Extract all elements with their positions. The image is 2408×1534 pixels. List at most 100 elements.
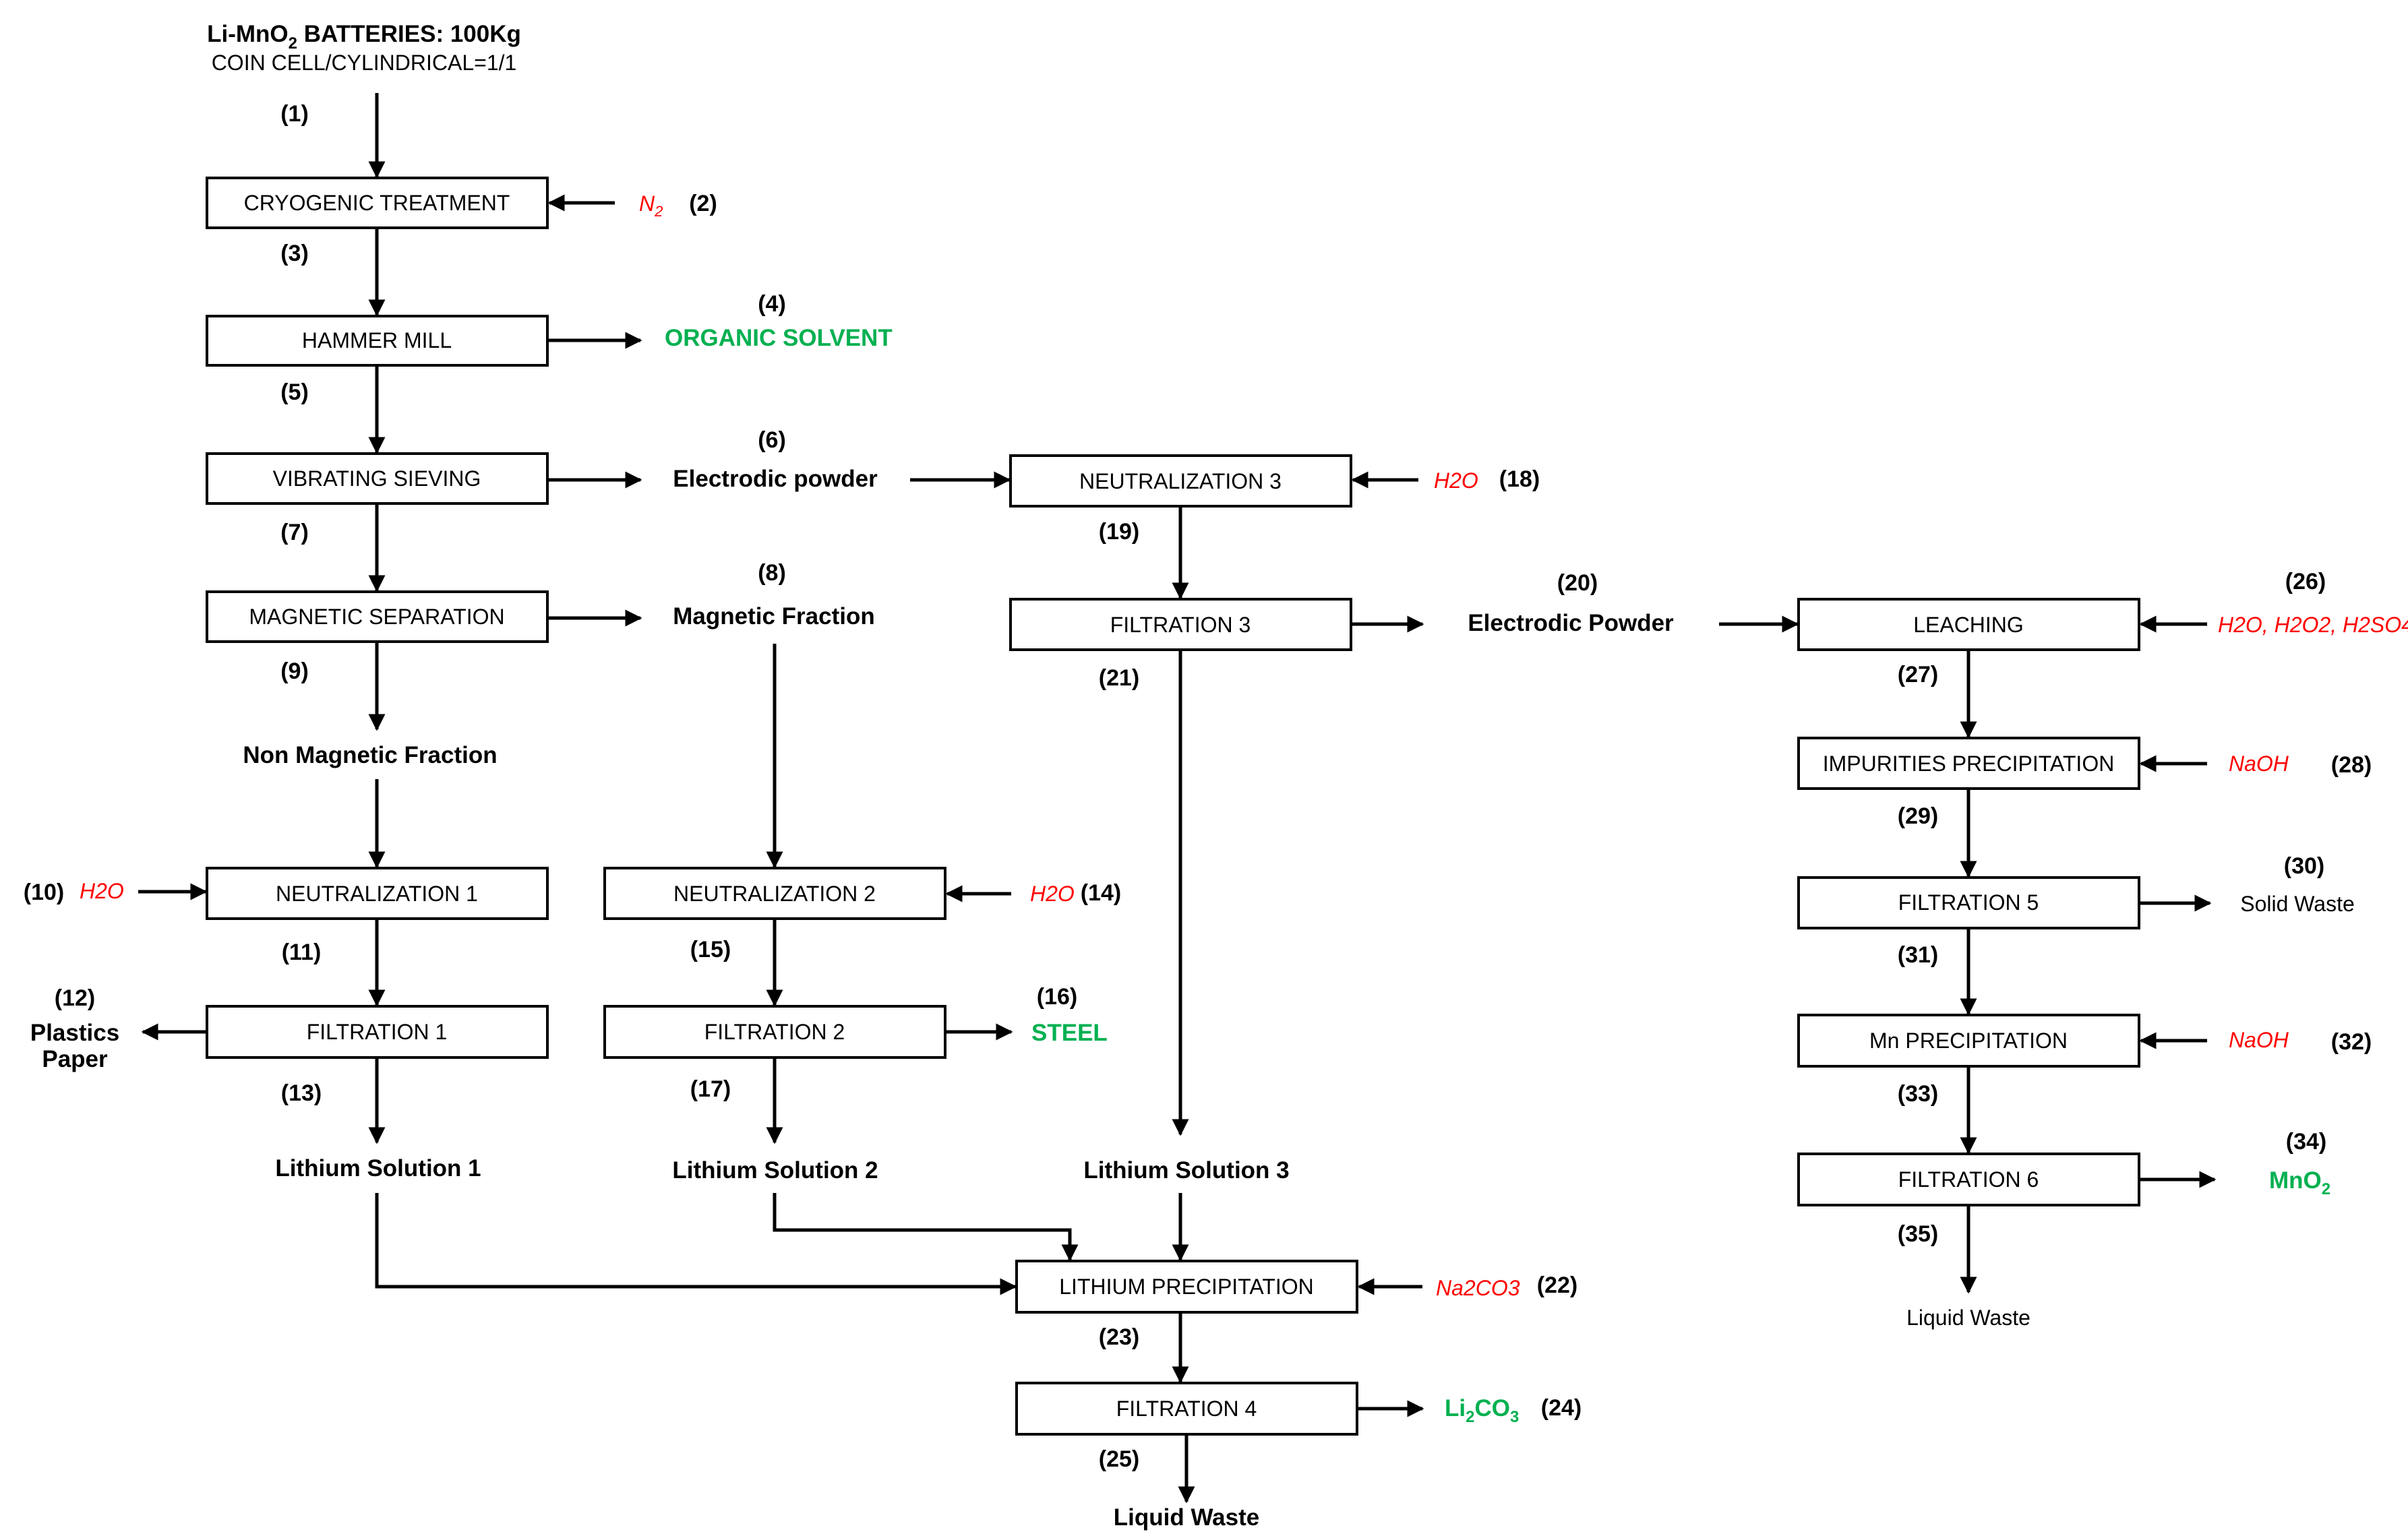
box-neutralization-3: NEUTRALIZATION 3 [1009, 454, 1352, 508]
label-non-magnetic-fraction: Non Magnetic Fraction [243, 742, 497, 768]
box-filtration-2: FILTRATION 2 [603, 1005, 946, 1059]
stream-28: (28) [2331, 752, 2372, 778]
stream-15: (15) [690, 937, 731, 962]
stream-27: (27) [1898, 662, 1938, 687]
svg-text:FILTRATION 2: FILTRATION 2 [704, 1020, 845, 1044]
reagents: N2 H2O H2O H2O Na2CO3 H2O, H2O2, H2SO4 N… [80, 191, 2408, 1300]
box-cryogenic-treatment: CRYOGENIC TREATMENT [206, 177, 549, 229]
box-neutralization-2: NEUTRALIZATION 2 [603, 867, 946, 920]
box-filtration-4: FILTRATION 4 [1015, 1382, 1358, 1436]
stream-16: (16) [1037, 984, 1077, 1010]
box-mn-precipitation: Mn PRECIPITATION [1797, 1014, 2140, 1068]
box-magnetic-separation: MAGNETIC SEPARATION [206, 590, 549, 643]
stream-32: (32) [2331, 1029, 2372, 1055]
label-solid-waste: Solid Waste [2240, 892, 2355, 916]
box-leaching: LEACHING [1797, 598, 2140, 651]
reagent-leaching: H2O, H2O2, H2SO4 [2218, 613, 2408, 637]
stream-34: (34) [2286, 1129, 2326, 1155]
box-impurities-precipitation: IMPURITIES PRECIPITATION [1797, 737, 2140, 790]
stream-24: (24) [1541, 1395, 1582, 1421]
svg-text:NEUTRALIZATION 3: NEUTRALIZATION 3 [1079, 469, 1282, 493]
reagent-h2o-14: H2O [1030, 882, 1075, 906]
stream-17: (17) [690, 1076, 731, 1102]
svg-text:FILTRATION 5: FILTRATION 5 [1898, 890, 2039, 915]
stream-8: (8) [758, 560, 786, 586]
feed-subtitle: COIN CELL/CYLINDRICAL=1/1 [212, 51, 517, 75]
product-li2co3: Li2CO3 [1445, 1395, 1519, 1426]
stream-19: (19) [1099, 519, 1139, 545]
label-electrodic-powder-6: Electrodic powder [673, 466, 878, 492]
intermediate-labels: Electrodic powder Magnetic Fraction Non … [30, 466, 2355, 1531]
svg-text:NEUTRALIZATION 2: NEUTRALIZATION 2 [673, 882, 876, 906]
box-vibrating-sieving: VIBRATING SIEVING [206, 452, 549, 505]
stream-35: (35) [1898, 1221, 1938, 1247]
reagent-naoh-28: NaOH [2229, 751, 2289, 776]
stream-13: (13) [281, 1080, 322, 1106]
products: ORGANIC SOLVENT STEEL Li2CO3 MnO2 [665, 325, 2330, 1426]
label-paper: Paper [42, 1046, 108, 1072]
stream-23: (23) [1099, 1324, 1139, 1350]
svg-text:HAMMER MILL: HAMMER MILL [302, 328, 452, 352]
svg-text:VIBRATING SIEVING: VIBRATING SIEVING [273, 466, 481, 491]
svg-text:IMPURITIES PRECIPITATION: IMPURITIES PRECIPITATION [1823, 751, 2115, 776]
stream-2: (2) [689, 191, 717, 216]
reagent-h2o-10: H2O [80, 879, 124, 903]
label-magnetic-fraction: Magnetic Fraction [673, 603, 874, 630]
stream-31: (31) [1898, 942, 1938, 968]
stream-1: (1) [280, 101, 309, 127]
svg-text:FILTRATION 1: FILTRATION 1 [307, 1020, 448, 1044]
svg-text:FILTRATION 3: FILTRATION 3 [1110, 613, 1251, 637]
stream-30: (30) [2284, 853, 2324, 879]
stream-25: (25) [1099, 1446, 1139, 1472]
stream-9: (9) [280, 658, 309, 684]
box-filtration-3: FILTRATION 3 [1009, 598, 1352, 651]
stream-6: (6) [758, 427, 786, 453]
stream-11: (11) [282, 940, 322, 965]
svg-text:MAGNETIC SEPARATION: MAGNETIC SEPARATION [249, 605, 504, 629]
reagent-na2co3: Na2CO3 [1436, 1276, 1520, 1300]
label-plastics: Plastics [30, 1020, 119, 1046]
stream-26: (26) [2285, 569, 2326, 594]
box-neutralization-1: NEUTRALIZATION 1 [206, 867, 549, 920]
feed-title: Li-MnO2 BATTERIES: 100Kg [207, 21, 521, 53]
box-lithium-precipitation: LITHIUM PRECIPITATION [1015, 1260, 1358, 1314]
stream-29: (29) [1898, 803, 1938, 829]
stream-7: (7) [280, 520, 309, 545]
svg-text:LITHIUM PRECIPITATION: LITHIUM PRECIPITATION [1059, 1275, 1314, 1299]
stream-5: (5) [280, 379, 309, 405]
stream-12: (12) [55, 985, 95, 1011]
stream-3: (3) [280, 241, 309, 266]
stream-4: (4) [758, 291, 786, 317]
box-filtration-1: FILTRATION 1 [206, 1005, 549, 1059]
stream-18: (18) [1499, 466, 1540, 492]
box-hammer-mill: HAMMER MILL [206, 315, 549, 367]
svg-text:FILTRATION 6: FILTRATION 6 [1898, 1167, 2039, 1192]
svg-text:CRYOGENIC TREATMENT: CRYOGENIC TREATMENT [244, 191, 510, 215]
svg-text:FILTRATION 4: FILTRATION 4 [1116, 1397, 1257, 1421]
box-filtration-6: FILTRATION 6 [1797, 1153, 2140, 1206]
product-mno2: MnO2 [2269, 1167, 2330, 1198]
product-organic-solvent: ORGANIC SOLVENT [665, 325, 893, 351]
reagent-n2: N2 [639, 191, 663, 220]
reagent-naoh-32: NaOH [2229, 1028, 2289, 1052]
stream-10: (10) [24, 880, 64, 905]
stream-numbers: (1) (2) (3) (4) (5) (6) (7) (8) (9) (10)… [24, 101, 2372, 1472]
svg-text:LEACHING: LEACHING [1913, 613, 2024, 637]
label-lithium-solution-3: Lithium Solution 3 [1083, 1157, 1289, 1184]
box-filtration-5: FILTRATION 5 [1797, 876, 2140, 929]
product-steel: STEEL [1031, 1020, 1108, 1046]
label-liquid-waste-25: Liquid Waste [1114, 1504, 1259, 1531]
stream-21: (21) [1099, 665, 1139, 691]
label-lithium-solution-1: Lithium Solution 1 [275, 1155, 481, 1182]
stream-20: (20) [1557, 570, 1598, 596]
stream-22: (22) [1537, 1272, 1577, 1298]
label-lithium-solution-2: Lithium Solution 2 [672, 1157, 878, 1184]
svg-text:Mn PRECIPITATION: Mn PRECIPITATION [1869, 1029, 2068, 1053]
label-electrodic-powder-20: Electrodic Powder [1468, 610, 1674, 636]
label-liquid-waste-35: Liquid Waste [1906, 1306, 2030, 1330]
svg-text:NEUTRALIZATION 1: NEUTRALIZATION 1 [276, 882, 478, 906]
arrows [138, 93, 2217, 1504]
stream-33: (33) [1898, 1081, 1938, 1107]
